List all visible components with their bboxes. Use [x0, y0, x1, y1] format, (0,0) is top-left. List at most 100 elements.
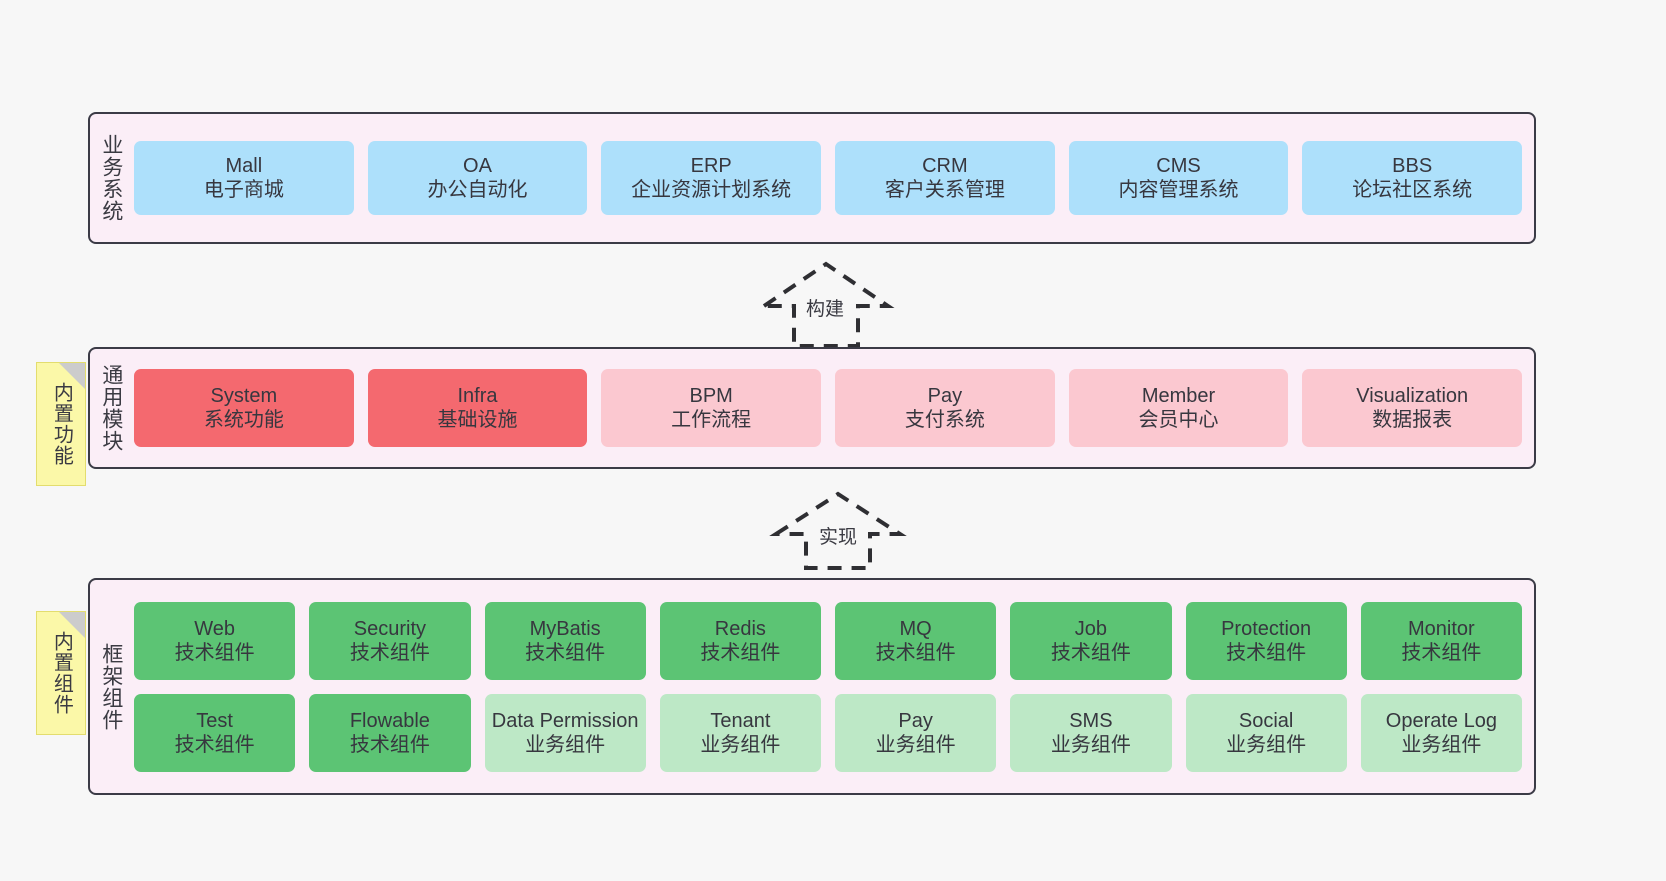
card-subtitle: 业务组件: [525, 733, 606, 756]
connector-implement-label: 实现: [817, 522, 860, 549]
card-subtitle: 技术组件: [700, 641, 781, 664]
card-subtitle: 系统功能: [203, 409, 284, 431]
card-subtitle: 技术组件: [1401, 641, 1482, 664]
card-subtitle: 数据报表: [1372, 409, 1453, 431]
card-subtitle: 客户关系管理: [884, 179, 1005, 201]
card-title: ERP: [690, 155, 732, 177]
card-title: CRM: [922, 155, 968, 177]
card-title: Member: [1141, 385, 1216, 407]
note-builtin-features: 内置功能: [36, 362, 86, 486]
card-title: Monitor: [1408, 617, 1475, 640]
card-title: SMS: [1069, 709, 1113, 732]
card-subtitle: 会员中心: [1138, 409, 1219, 431]
card-title: Redis: [714, 617, 766, 640]
card-title: MyBatis: [529, 617, 601, 640]
card-title: Data Permission: [491, 709, 639, 732]
card-title: Visualization: [1356, 385, 1469, 407]
card-title: BBS: [1392, 155, 1433, 177]
card-subtitle: 业务组件: [1401, 733, 1482, 756]
connector-implement: 实现: [769, 490, 920, 570]
implement-arrow-outline: [769, 491, 907, 570]
card-title: Infra: [457, 385, 498, 407]
card-subtitle: 技术组件: [525, 641, 606, 664]
card-subtitle: 业务组件: [875, 733, 956, 756]
card-title: MQ: [899, 617, 932, 640]
card-title: Tenant: [710, 709, 771, 732]
connector-build: 构建: [756, 258, 906, 350]
card-title: OA: [463, 155, 492, 177]
layer-framework-title: 框架组件: [99, 642, 123, 731]
build-arrow-outline: [757, 261, 895, 348]
card-subtitle: 技术组件: [1050, 641, 1131, 664]
card-subtitle: 论坛社区系统: [1352, 179, 1473, 201]
card-subtitle: 技术组件: [174, 641, 255, 664]
card-title: Pay: [927, 385, 963, 407]
card-title: Test: [196, 709, 233, 732]
card-title: Mall: [225, 155, 263, 177]
card-subtitle: 基础设施: [437, 409, 518, 431]
card-subtitle: 电子商城: [203, 179, 284, 201]
card-subtitle: 业务组件: [1050, 733, 1131, 756]
card-title: Operate Log: [1385, 709, 1497, 732]
card-subtitle: 工作流程: [671, 409, 752, 431]
layer-modules-title: 通用模块: [99, 364, 123, 452]
note-builtin-components: 内置组件: [36, 611, 86, 735]
card-subtitle: 业务组件: [700, 733, 781, 756]
card-title: Web: [194, 617, 235, 640]
card-subtitle: 技术组件: [349, 733, 430, 756]
card-subtitle: 技术组件: [174, 733, 255, 756]
layer-business-title: 业务系统: [99, 134, 123, 222]
card-subtitle: 技术组件: [349, 641, 430, 664]
card-title: Pay: [898, 709, 933, 732]
card-title: CMS: [1156, 155, 1201, 177]
card-subtitle: 内容管理系统: [1118, 179, 1239, 201]
card-subtitle: 技术组件: [875, 641, 956, 664]
card-subtitle: 企业资源计划系统: [631, 179, 792, 201]
card-title: Job: [1074, 617, 1107, 640]
card-title: Social: [1238, 709, 1294, 732]
card-subtitle: 办公自动化: [427, 179, 528, 201]
card-subtitle: 技术组件: [1226, 641, 1307, 664]
card-title: System: [210, 385, 278, 407]
card-title: Protection: [1221, 617, 1312, 640]
card-subtitle: 支付系统: [904, 409, 985, 431]
